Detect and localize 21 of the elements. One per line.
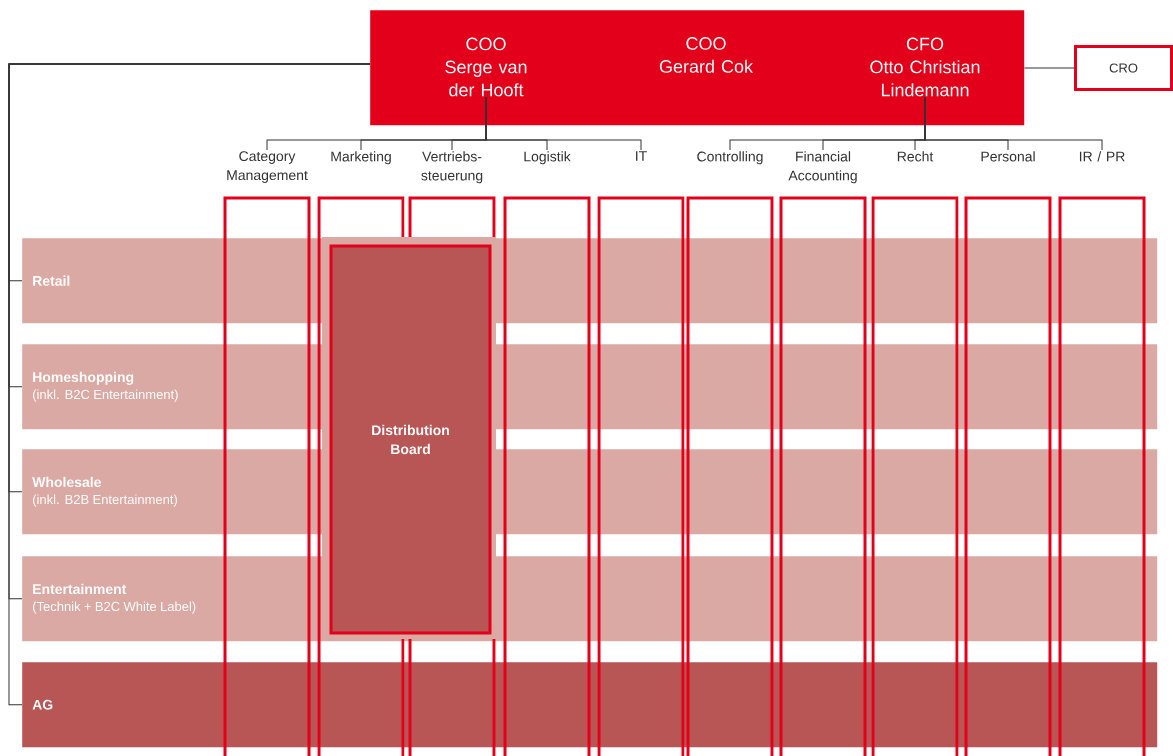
function-label: Personal bbox=[981, 151, 1035, 162]
function-label: Vertriebs- steuerung bbox=[421, 151, 483, 184]
connector-line bbox=[8, 63, 371, 706]
connector-line bbox=[485, 97, 642, 151]
function-label: IR / PR bbox=[1079, 151, 1125, 162]
function-label: Category Management bbox=[227, 151, 308, 183]
function-label: Controlling bbox=[697, 151, 763, 165]
function-label: Marketing bbox=[331, 151, 391, 165]
executive-board-box bbox=[370, 10, 1025, 126]
function-label: Recht bbox=[897, 151, 934, 162]
role-box: CRO bbox=[1074, 45, 1173, 91]
connector-line bbox=[1023, 67, 1075, 69]
function-label: Financial Accounting bbox=[788, 151, 857, 184]
board-box: Distribution Board bbox=[322, 237, 496, 639]
function-label: IT bbox=[636, 151, 647, 161]
function-label: Logistik bbox=[524, 151, 571, 165]
connector-line bbox=[924, 97, 1103, 151]
segment-band: AG bbox=[22, 662, 1158, 748]
executive-label: COO Serge van der Hooft bbox=[445, 37, 527, 97]
executive-label: COO Gerard Cok bbox=[659, 37, 754, 73]
executive-label: CFO Otto Christian Lindemann bbox=[870, 37, 980, 97]
